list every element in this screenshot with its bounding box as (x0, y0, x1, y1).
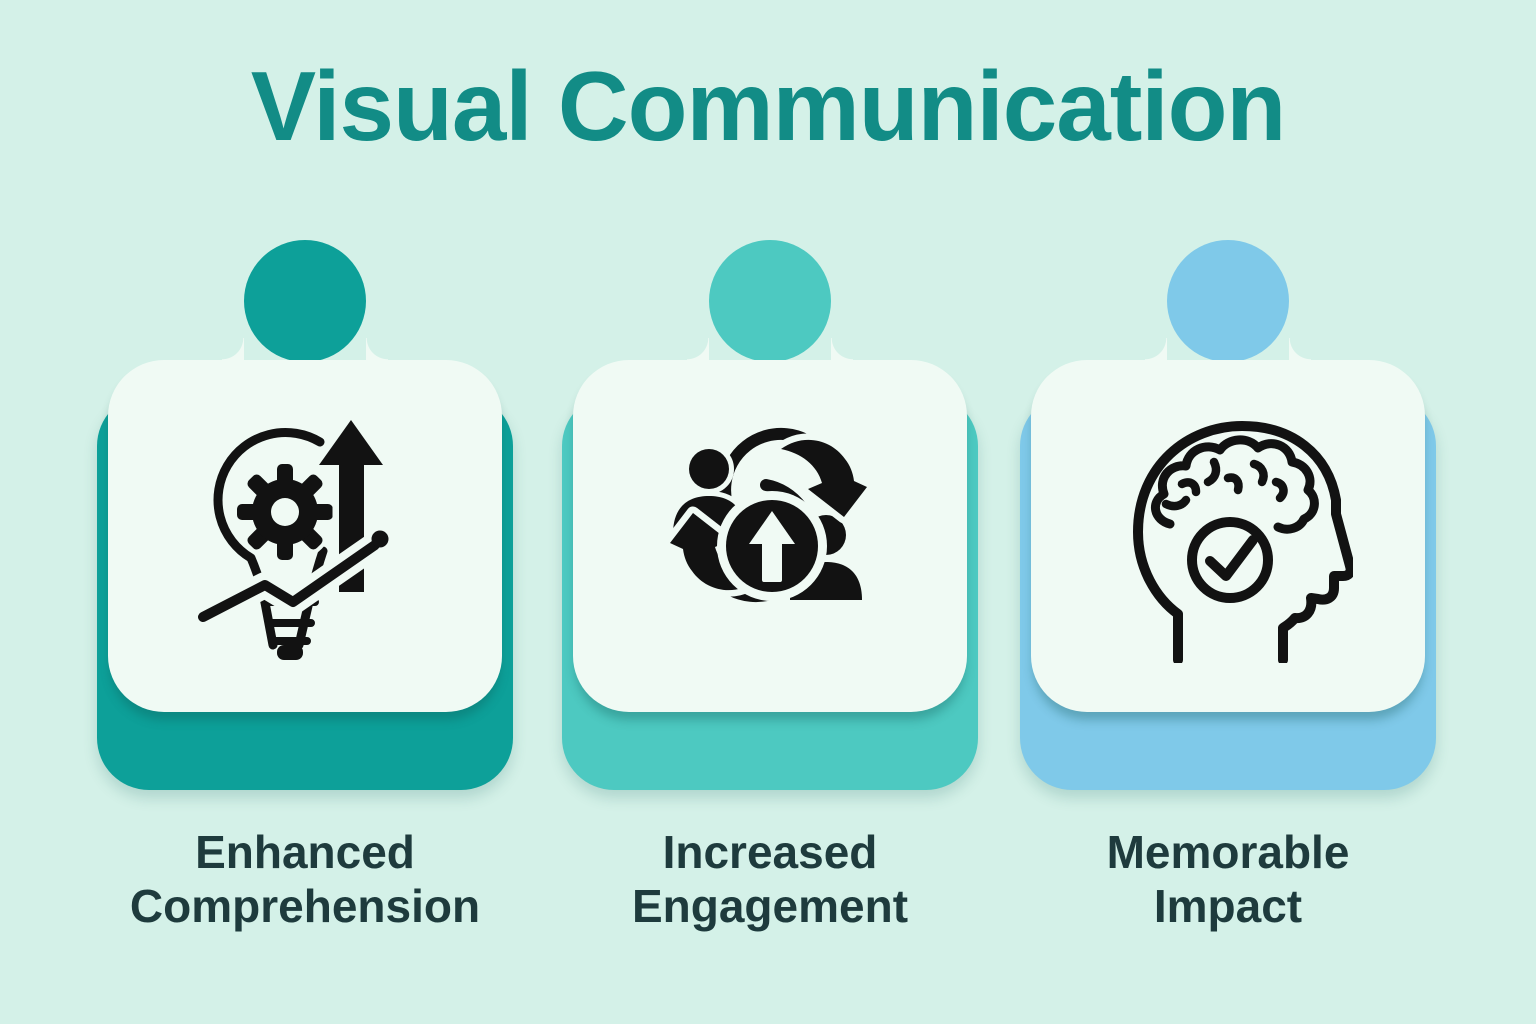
card-neck-fillet-left (222, 338, 244, 360)
card-neck-fillet-right (366, 338, 388, 360)
card-memorable-impact: Memorable Impact (1013, 0, 1443, 1024)
card-increased-engagement: Increased Engagement (555, 0, 985, 1024)
card-neck-fillet-right (1289, 338, 1311, 360)
card-enhanced-comprehension: Enhanced Comprehension (90, 0, 520, 1024)
card-neck-fillet-right (831, 338, 853, 360)
bullet-circle (244, 240, 366, 362)
card-neck-fillet-left (1145, 338, 1167, 360)
card-label: Enhanced Comprehension (129, 826, 481, 932)
card-neck-fillet-left (687, 338, 709, 360)
bullet-circle (709, 240, 831, 362)
bullet-circle (1167, 240, 1289, 362)
card-label: Memorable Impact (1106, 826, 1350, 932)
lightbulb-gear-growth-icon (190, 413, 395, 660)
page-title: Visual Communication (250, 51, 1287, 161)
head-brain-check-icon (1133, 421, 1353, 663)
card-label: Increased Engagement (631, 826, 909, 932)
people-cycle-arrows-icon (663, 427, 874, 605)
